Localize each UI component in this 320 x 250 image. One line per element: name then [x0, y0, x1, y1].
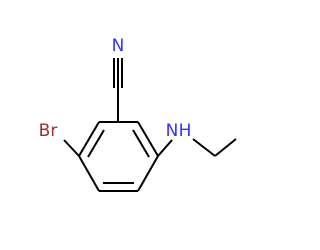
bromine-substituent: Br [39, 121, 80, 157]
bromine-bond [63, 139, 80, 157]
amine-hydrogen-label: H [179, 121, 192, 141]
nitrile-nitrogen-label: N [112, 36, 125, 56]
ring-double-bond-c6-c1 [87, 129, 105, 158]
ring-double-bond-c2-c3 [132, 129, 150, 158]
ring-bond-c3-c4 [137, 155, 159, 192]
ethyl-bond-c-c [214, 138, 237, 157]
ring-bond-c6-c1 [78, 121, 100, 157]
amine-nitrogen-label: N [166, 121, 179, 141]
benzene-ring [78, 121, 159, 192]
ring-bond-c5-c6 [78, 155, 100, 192]
amine-bond [157, 139, 173, 157]
nitrile-group: N [112, 36, 125, 122]
ethylamino-substituent: N H [157, 121, 237, 157]
ethyl-bond-n-c [192, 138, 216, 157]
ring-bond-c2-c3 [137, 121, 159, 157]
bromine-label: Br [39, 121, 58, 141]
molecule-structure-diagram: N Br N H [39, 36, 237, 192]
